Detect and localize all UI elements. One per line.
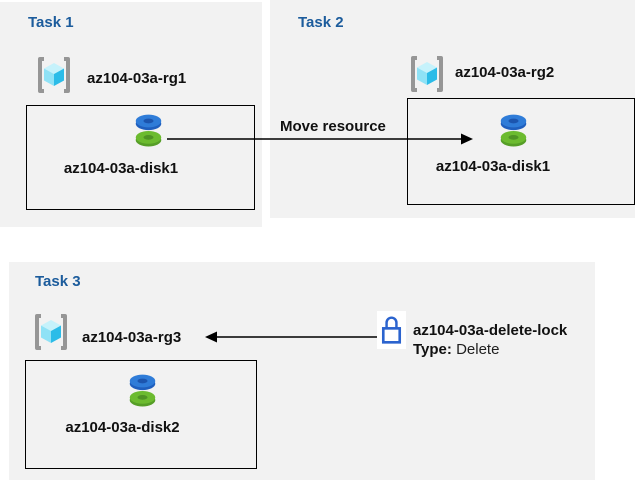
lock-tile [377, 311, 406, 349]
task3-title: Task 3 [35, 273, 81, 290]
task2-resource-group-label: az104-03a-rg2 [455, 64, 555, 81]
resource-group-icon [411, 56, 443, 92]
lock-type-label: Type: Delete [413, 341, 499, 358]
move-resource-label: Move resource [280, 118, 386, 135]
resource-group-icon [38, 57, 70, 93]
task2-resource-box [407, 98, 635, 205]
task3-resource-box [25, 360, 257, 469]
task3-resource-group-label: az104-03a-rg3 [82, 329, 182, 346]
task3-resource-label: az104-03a-disk2 [65, 419, 180, 436]
task3-panel: Task 3 [9, 262, 595, 480]
lock-name-label: az104-03a-delete-lock [413, 322, 568, 339]
lock-type-value: Delete [456, 341, 500, 358]
arrow-left-icon [205, 331, 377, 343]
task1-resource-label: az104-03a-disk1 [63, 160, 179, 177]
task2-panel: Task 2 [270, 0, 635, 218]
task1-title: Task 1 [28, 14, 74, 31]
lock-type-key: Type: [413, 341, 452, 358]
managed-disk-icon [135, 114, 162, 147]
task1-resource-box [26, 105, 255, 210]
task1-resource-group-label: az104-03a-rg1 [87, 70, 187, 87]
task1-panel: Task 1 [0, 2, 262, 227]
resource-group-icon [35, 314, 67, 350]
lock-icon [381, 316, 402, 344]
managed-disk-icon [500, 114, 527, 147]
arrow-right-icon [167, 133, 473, 145]
task2-title: Task 2 [298, 14, 344, 31]
managed-disk-icon [129, 374, 156, 407]
task2-resource-label: az104-03a-disk1 [435, 158, 551, 175]
